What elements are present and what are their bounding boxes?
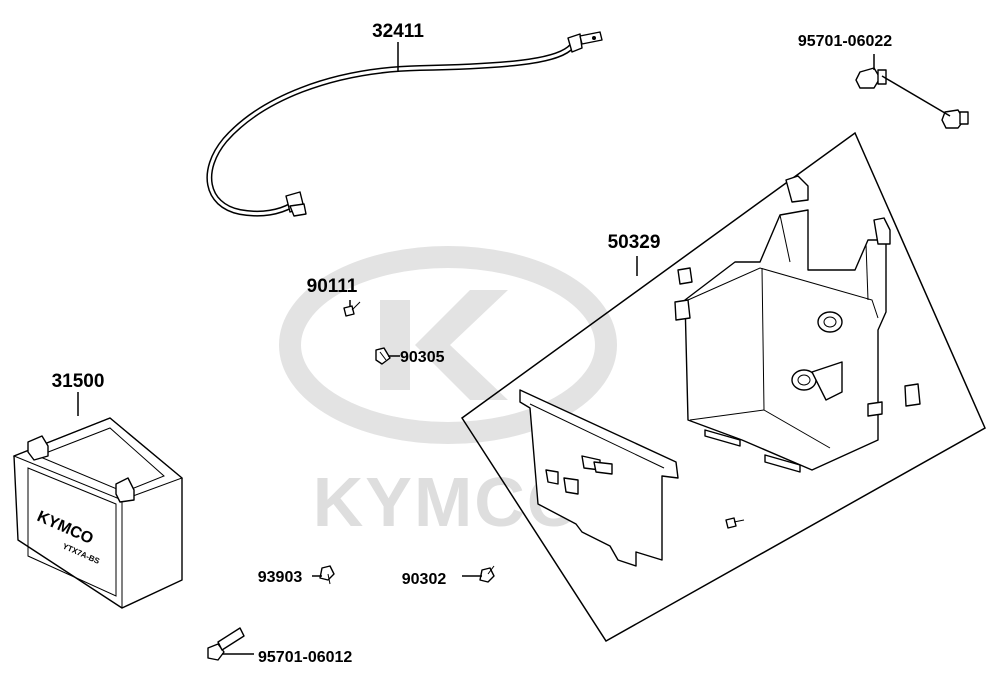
part-labels: 32411 95701-06022 50329 90111 90305 3150… — [52, 21, 893, 666]
part-93903-screw — [319, 565, 335, 585]
label-31500: 31500 — [52, 371, 105, 392]
leader-lines — [77, 42, 951, 655]
label-93903: 93903 — [258, 569, 303, 586]
label-95701-06012: 95701-06012 — [258, 649, 352, 666]
part-90305-clip-nut — [375, 347, 391, 365]
part-90111-screw — [343, 301, 361, 317]
part-90302-nut — [479, 565, 495, 583]
label-90302: 90302 — [402, 571, 447, 588]
label-95701-06022: 95701-06022 — [798, 33, 892, 50]
watermark-logo-oval — [279, 246, 617, 444]
label-90111: 90111 — [307, 276, 358, 297]
part-31500-battery: KYMCO YTX7A-BS — [12, 417, 183, 609]
label-50329: 50329 — [608, 232, 661, 253]
label-32411: 32411 — [372, 21, 424, 42]
label-90305: 90305 — [400, 349, 445, 366]
part-50329-battery-box — [460, 131, 986, 642]
part-95701-06012-bolt — [207, 627, 245, 661]
watermark-logo-k — [380, 290, 508, 400]
part-32411-cable — [206, 31, 603, 217]
part-95701-06022-bolt — [855, 67, 969, 129]
